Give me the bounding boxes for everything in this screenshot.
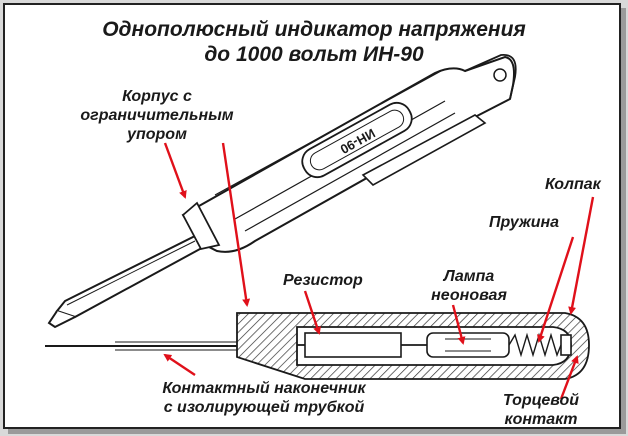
label-nakonechnik-line-2: с изолирующей трубкой <box>163 399 365 416</box>
label-korpus: Корпус с ограничительным упором <box>77 87 237 144</box>
figure-frame: ИН-90 <box>3 3 621 429</box>
pocket-clip <box>361 114 487 186</box>
arrow-pruzhina <box>537 236 575 343</box>
end-contact <box>560 334 572 356</box>
arrow-kolpak <box>568 196 595 315</box>
arrow-korpus-lower <box>221 142 251 307</box>
leader-arrows <box>163 142 595 400</box>
label-pruzhina: Пружина <box>489 214 560 231</box>
cap-top <box>464 54 517 100</box>
spring <box>508 332 562 358</box>
section-view <box>45 312 590 380</box>
screwdriver-blade <box>55 229 213 319</box>
indicator-drawing: ИН-90 <box>45 54 595 400</box>
arrow-lampa <box>451 304 466 345</box>
title-line-1: Однополюсный индикатор напряжения <box>102 18 526 41</box>
resistor <box>304 332 402 358</box>
label-lampa-line-1: Лампа <box>443 268 495 285</box>
neon-lamp <box>426 332 510 358</box>
label-lampa-line-2: неоновая <box>431 287 507 304</box>
arrow-korpus-upper <box>163 142 187 199</box>
label-korpus-line-2: ограничительным <box>80 107 234 124</box>
arrow-kontakt <box>559 355 579 400</box>
arrow-nakonechnik <box>163 353 196 376</box>
label-lampa: Лампа неоновая <box>419 267 519 305</box>
label-kontakt: Торцевой контакт <box>491 391 591 429</box>
title-line-2: до 1000 вольт ИН-90 <box>204 43 424 66</box>
arrow-rezistor <box>303 290 321 335</box>
label-kolpak: Колпак <box>545 176 601 193</box>
label-nakonechnik-line-1: Контактный наконечник <box>162 380 366 397</box>
label-kontakt-line-2: контакт <box>504 411 578 428</box>
label-rezistor: Резистор <box>283 272 363 289</box>
label-kontakt-line-1: Торцевой <box>502 392 580 409</box>
label-korpus-line-3: упором <box>127 126 187 143</box>
external-view <box>47 54 517 329</box>
label-korpus-line-1: Корпус с <box>122 88 192 105</box>
label-nakonechnik: Контактный наконечник с изолирующей труб… <box>149 379 379 417</box>
